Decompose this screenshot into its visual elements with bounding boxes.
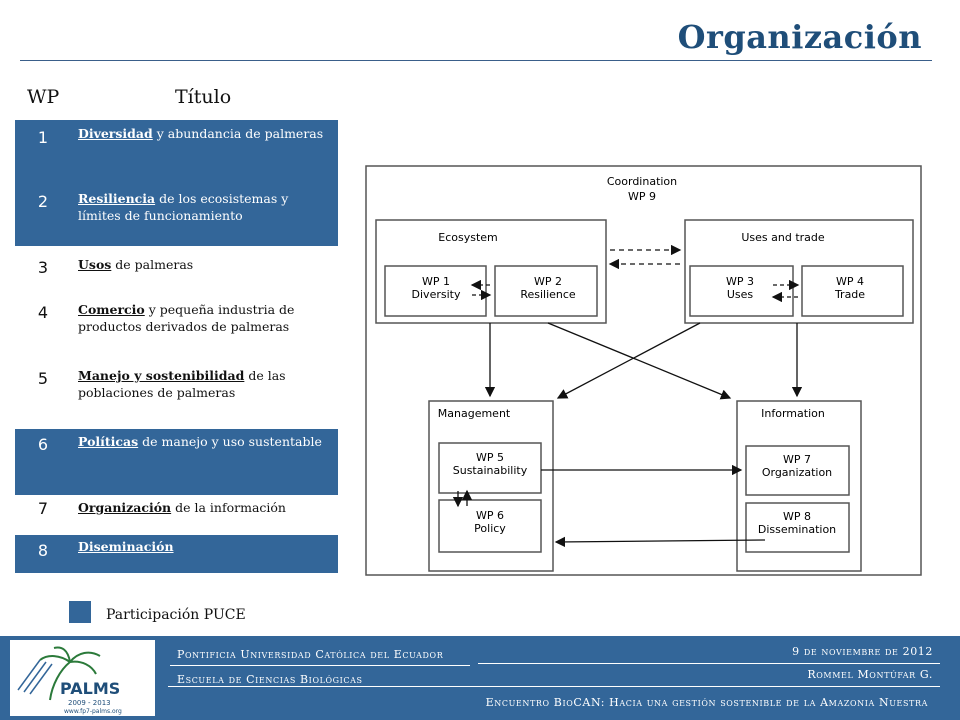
wp-title: Organización de la información — [78, 499, 332, 516]
column-header-wp: WP — [27, 86, 60, 108]
wp3-id: WP 3 — [726, 275, 754, 288]
wp8-id: WP 8 — [783, 510, 811, 523]
wp7-id: WP 7 — [783, 453, 811, 466]
wp-description: de la información — [171, 500, 286, 515]
palm-tree-icon: PALMS 2009 - 2013 www.fp7-palms.org — [17, 646, 122, 715]
wp-number: 5 — [37, 369, 49, 388]
footer-date: 9 de noviembre de 2012 — [792, 645, 933, 658]
footer-divider-right — [478, 663, 940, 664]
footer-author: Rommel Montúfar G. — [807, 668, 933, 681]
wp-number: 4 — [37, 303, 49, 322]
wp-keyword: Comercio — [78, 302, 145, 317]
wp2-id: WP 2 — [534, 275, 562, 288]
column-header-titulo: Título — [175, 86, 232, 108]
wp-keyword: Diversidad — [78, 126, 153, 141]
information-label: Information — [761, 407, 825, 420]
wp6-box — [438, 499, 542, 553]
wp-title: Usos de palmeras — [78, 256, 332, 273]
palms-logo: PALMS 2009 - 2013 www.fp7-palms.org — [10, 640, 155, 716]
wp-title: Resiliencia de los ecosistemas y límites… — [78, 190, 332, 224]
management-group — [428, 400, 554, 572]
title-divider — [20, 60, 932, 61]
table-row: 6 Políticas de manejo y uso sustentable — [15, 429, 338, 495]
footer-school: Escuela de Ciencias Biológicas — [177, 673, 363, 686]
table-row: 8 Diseminación — [15, 535, 338, 573]
wp-description: de manejo y uso sustentable — [138, 434, 322, 449]
wp-number: 7 — [37, 499, 49, 518]
wp-keyword: Organización — [78, 500, 172, 515]
footer-divider-left — [170, 665, 470, 666]
wp-description: y abundancia de palmeras — [152, 126, 324, 141]
uses-trade-group — [684, 219, 914, 324]
wp-number: 3 — [37, 258, 49, 277]
table-row: 2 Resiliencia de los ecosistemas y límit… — [15, 186, 338, 246]
wp-number: 2 — [37, 192, 49, 211]
legend-label: Participación PUCE — [106, 607, 246, 623]
wp5-name: Sustainability — [453, 464, 528, 477]
wp1-id: WP 1 — [422, 275, 450, 288]
wp5-id: WP 5 — [476, 451, 504, 464]
page-title: Organización — [677, 18, 922, 56]
footer-university: Pontificia Universidad Católica del Ecua… — [177, 648, 444, 661]
wp8-box — [745, 502, 850, 553]
organization-diagram: Coordination WP 9 Ecosystem WP 1 Diversi… — [365, 165, 922, 576]
wp-number: 8 — [37, 541, 49, 560]
wp1-name: Diversity — [412, 288, 461, 301]
wp-keyword: Manejo y sostenibilidad — [78, 368, 245, 383]
wp-keyword: Diseminación — [78, 539, 174, 554]
coordination-label: Coordination — [607, 175, 677, 188]
wp-keyword: Políticas — [78, 434, 139, 449]
wp4-box — [801, 265, 904, 317]
information-group — [736, 400, 862, 572]
footer — [0, 636, 960, 720]
table-row: 7 Organización de la información — [15, 495, 338, 535]
table-row: 1 Diversidad y abundancia de palmeras — [15, 120, 338, 186]
table-row: 4 Comercio y pequeña industria de produc… — [15, 298, 338, 362]
wp-title: Diseminación — [78, 538, 332, 555]
logo-url: www.fp7-palms.org — [64, 708, 122, 715]
table-row: 5 Manejo y sostenibilidad de las poblaci… — [15, 362, 338, 429]
table-row: 3 Usos de palmeras — [15, 246, 338, 298]
logo-wordmark: PALMS — [60, 679, 120, 698]
management-label: Management — [438, 407, 511, 420]
wp7-name: Organization — [762, 466, 832, 479]
wp3-name: Uses — [727, 288, 754, 301]
uses-trade-label: Uses and trade — [741, 231, 825, 244]
wp-description: de los ecosistemas y límites de funciona… — [78, 191, 289, 223]
wp4-id: WP 4 — [836, 275, 864, 288]
wp2-box — [494, 265, 598, 317]
legend-swatch — [69, 601, 91, 623]
wp4-name: Trade — [834, 288, 865, 301]
wp-keyword: Resiliencia — [78, 191, 156, 206]
wp-number: 1 — [37, 128, 49, 147]
coordination-frame — [365, 165, 922, 576]
wp3-box — [689, 265, 794, 317]
wp-description: de palmeras — [111, 257, 194, 272]
coordination-wp: WP 9 — [628, 190, 656, 203]
diagram-arrows — [452, 244, 803, 548]
wp7-box — [745, 445, 850, 496]
logo-years: 2009 - 2013 — [68, 699, 111, 707]
wp5-box — [438, 442, 542, 494]
wp8-name: Dissemination — [758, 523, 836, 536]
wp-number: 6 — [37, 435, 49, 454]
wp-title: Políticas de manejo y uso sustentable — [78, 433, 332, 450]
wp-title: Manejo y sostenibilidad de las poblacion… — [78, 367, 332, 401]
footer-divider-bottom — [168, 686, 940, 687]
wp2-name: Resilience — [520, 288, 576, 301]
wp-description: de las poblaciones de palmeras — [78, 368, 286, 400]
wp6-id: WP 6 — [476, 509, 504, 522]
wp-title: Comercio y pequeña industria de producto… — [78, 301, 332, 335]
wp-keyword: Usos — [78, 257, 112, 272]
wp6-name: Policy — [474, 522, 506, 535]
footer-event: Encuentro BioCAN: Hacia una gestión sost… — [485, 696, 928, 709]
wp-description: y pequeña industria de productos derivad… — [78, 302, 295, 334]
ecosystem-label: Ecosystem — [438, 231, 498, 244]
ecosystem-group — [375, 219, 607, 324]
wp-title: Diversidad y abundancia de palmeras — [78, 125, 332, 142]
